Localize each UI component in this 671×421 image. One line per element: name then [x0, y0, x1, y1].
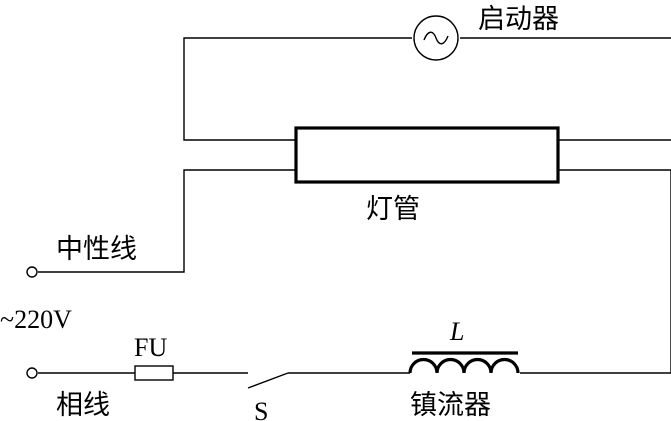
phase-terminal-icon [26, 367, 38, 379]
neutral-terminal-icon [26, 266, 38, 278]
switch-icon [247, 372, 289, 389]
tube-label: 灯管 [366, 194, 420, 225]
tube-icon [294, 126, 560, 184]
phase-label: 相线 [56, 390, 110, 421]
inductor-label: L [449, 317, 464, 346]
fuse-label: FU [134, 333, 167, 362]
phase-wire [26, 367, 410, 379]
voltage-label: ~220V [0, 305, 72, 334]
starter-label: 启动器 [478, 4, 559, 35]
ballast-label: 镇流器 [410, 390, 491, 421]
tube-right-wire [520, 169, 671, 374]
switch-label: S [254, 397, 268, 421]
neutral-wire [26, 169, 296, 278]
fuse-icon [134, 365, 174, 381]
neutral-label: 中性线 [56, 234, 137, 265]
starter-branch-wire [183, 37, 671, 141]
starter-icon [413, 15, 459, 61]
ballast-inductor-icon [408, 351, 520, 374]
